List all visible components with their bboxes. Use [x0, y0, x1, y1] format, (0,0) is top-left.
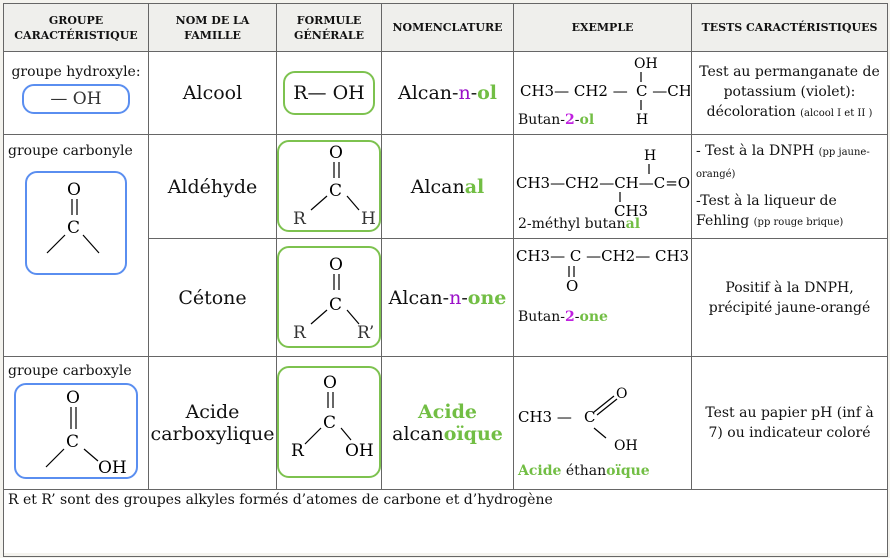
svg-text:CH3— CH2 —: CH3— CH2 —: [520, 82, 628, 100]
nomenclature-acide: Acide alcanoïque: [381, 356, 514, 490]
famille-alcool: Alcool: [148, 51, 277, 135]
ketone-structure: O C R R’: [293, 255, 374, 343]
svg-text:H: H: [636, 112, 648, 128]
nomenclature-alcool: Alcan-n-ol: [381, 51, 514, 135]
svg-text:O: O: [323, 373, 337, 393]
groupe-label: groupe carboxyle: [8, 363, 132, 379]
nomenclature-cetone: Alcan-n-one: [381, 238, 514, 357]
famille-acide: Acide carboxylique: [148, 356, 277, 490]
row-acide-carboxylique: groupe carboxyle O C OH Acide carboxyliq…: [3, 356, 888, 490]
svg-text:C: C: [67, 218, 80, 238]
exemple-name: Butan-2-ol: [518, 112, 595, 128]
svg-text:O: O: [616, 386, 627, 402]
svg-text:C: C: [329, 181, 342, 201]
svg-text:R: R: [293, 209, 307, 229]
svg-text:O: O: [566, 277, 578, 295]
svg-text:R: R: [291, 441, 305, 461]
svg-text:OH: OH: [345, 441, 374, 461]
exemple-aldehyde: H CH3—CH2—CH—C=O CH3 2-méthyl butanal: [513, 134, 692, 239]
svg-text:CH3—CH2—CH—C=O: CH3—CH2—CH—C=O: [516, 174, 690, 192]
formule-aldehyde: O C R H: [276, 134, 382, 239]
tests-aldehyde: - Test à la DNPH (pp jaune-orangé) -Test…: [691, 134, 888, 239]
svg-text:CH3— C —CH2— CH3: CH3— C —CH2— CH3: [516, 247, 689, 265]
row-cetone: Cétone O C R R’ Alcan-n-one CH3— C —CH: [4, 238, 888, 357]
carbonyl-structure: O C: [46, 180, 100, 254]
famille-cetone: Cétone: [148, 238, 277, 357]
header-exemple: EXEMPLE: [513, 3, 692, 52]
hydroxyle-formula-box: — OH: [22, 84, 130, 114]
svg-text:O: O: [67, 180, 81, 200]
carboxyl-structure: O C OH: [45, 388, 127, 478]
groupe-label: groupe hydroxyle:: [11, 64, 141, 80]
exemple-cetone: CH3— C —CH2— CH3 O Butan-2-one: [513, 238, 692, 357]
svg-text:C: C: [323, 413, 336, 433]
exemple-name: Butan-2-one: [518, 309, 608, 325]
tests-alcool: Test au permanganate de potassium (viole…: [691, 51, 888, 135]
carboxylic-acid-structure: O C R OH: [291, 373, 374, 461]
formule-box: O C R H: [277, 139, 381, 232]
svg-text:OH: OH: [98, 458, 127, 477]
svg-text:O: O: [66, 388, 80, 408]
formule-box: O C R R’: [277, 245, 381, 348]
svg-text:R’: R’: [357, 323, 374, 343]
svg-text:CH3: CH3: [614, 202, 648, 220]
tests-cetone: Positif à la DNPH, précipité jaune-orang…: [691, 238, 888, 357]
cell-groupe-carbonyle: groupe carbonyle O C: [3, 134, 149, 357]
methylbutanal-structure: H CH3—CH2—CH—C=O CH3: [516, 148, 690, 220]
nomenclature-aldehyde: Alcanal: [381, 134, 514, 239]
svg-text:O: O: [329, 255, 343, 275]
carboxyle-structure-box: O C OH: [14, 383, 138, 479]
carbonyle-structure-box: O C: [25, 171, 127, 275]
svg-text:C: C: [66, 432, 79, 452]
svg-text:C: C: [584, 408, 595, 426]
row-alcool: groupe hydroxyle: — OH Alcool R— OH Alca…: [3, 51, 888, 135]
exemple-name: Acide éthanoïque: [518, 463, 650, 479]
svg-text:C: C: [329, 295, 342, 315]
svg-text:OH: OH: [614, 438, 638, 454]
row-aldehyde: groupe carbonyle O C Aldéhyde O: [3, 134, 888, 357]
formule-cetone: O C R R’: [276, 238, 382, 357]
cell-groupe-carboxyle: groupe carboxyle O C OH: [3, 356, 149, 490]
exemple-acide: CH3 — C O OH Acide éthanoïque: [513, 356, 692, 490]
famille-aldehyde: Aldéhyde: [148, 134, 277, 239]
header-tests: TESTS CARACTÉRISTIQUES: [691, 3, 888, 52]
svg-text:OH: OH: [634, 56, 658, 72]
footnote-row: R et R’ sont des groupes alkyles formés …: [3, 489, 888, 557]
butanone-structure: CH3— C —CH2— CH3 O: [516, 247, 689, 295]
formule-box: O C R OH: [277, 366, 381, 478]
formule-alcool: R— OH: [276, 51, 382, 135]
svg-text:O: O: [329, 143, 343, 163]
formule-acide: O C R OH: [276, 356, 382, 490]
tests-acide: Test au papier pH (inf à 7) ou indicateu…: [691, 356, 888, 490]
svg-text:CH3 —: CH3 —: [518, 408, 572, 426]
ethanoic-acid-structure: CH3 — C O OH: [518, 386, 638, 454]
svg-text:H: H: [361, 209, 376, 229]
exemple-alcool: OH CH3— CH2 — C —CH3 H Butan-2-ol: [513, 51, 701, 135]
cell-groupe-hydroxyle: groupe hydroxyle: — OH: [3, 51, 149, 135]
formule-box: R— OH: [283, 71, 375, 115]
svg-text:C —CH3: C —CH3: [636, 82, 690, 100]
svg-text:R: R: [293, 323, 307, 343]
header-nomenclature: NOMENCLATURE: [381, 3, 514, 52]
svg-text:H: H: [644, 148, 656, 164]
groupe-label: groupe carbonyle: [8, 143, 133, 159]
butan-2-ol-structure: OH CH3— CH2 — C —CH3 H: [520, 56, 701, 128]
aldehyde-structure: O C R H: [293, 143, 376, 229]
exemple-name: 2-méthyl butanal: [518, 216, 641, 232]
footnote: R et R’ sont des groupes alkyles formés …: [3, 489, 888, 557]
